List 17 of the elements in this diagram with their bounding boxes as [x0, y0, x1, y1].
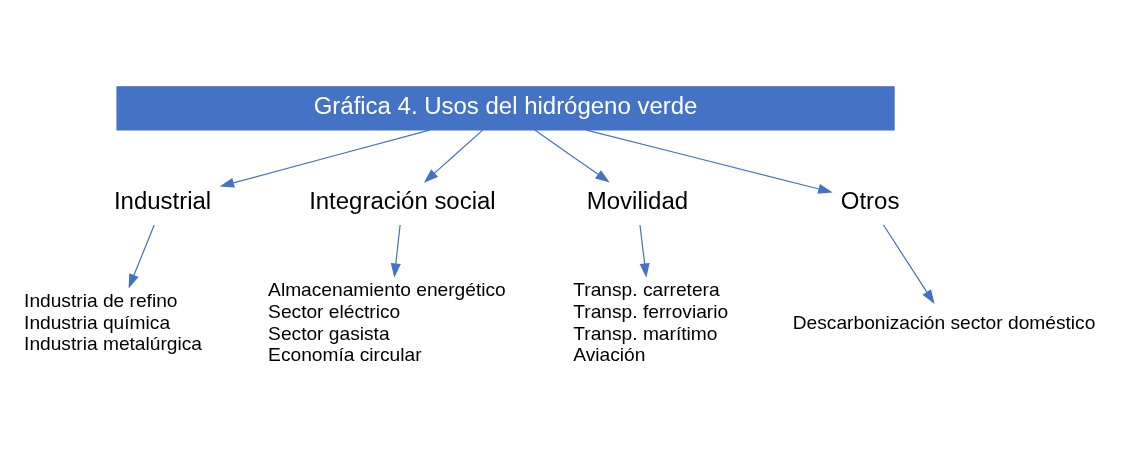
arrow	[423, 129, 484, 183]
arrow	[639, 223, 650, 278]
arrow	[534, 129, 610, 183]
node-text: Industrial	[113, 186, 212, 214]
arrow	[390, 223, 401, 278]
node-box: Gráfica 4. Usos del hidrógeno verde	[116, 85, 895, 131]
node-text: Industria de refino Industria química Industria metalúrgica	[24, 289, 203, 354]
node-text: Movilidad	[586, 186, 689, 214]
arrow	[219, 129, 431, 188]
arrow	[128, 223, 155, 288]
arrow	[585, 129, 833, 194]
node-text: Integración social	[309, 186, 496, 214]
arrow	[882, 223, 935, 304]
node-text: Transp. carretera Transp. ferroviario Transp. marítimo Aviación	[573, 278, 729, 365]
node-text: Almacenamiento energético Sector eléctrico Sector gasista Economía circular	[268, 278, 506, 365]
node-text: Descarbonización sector doméstico	[792, 311, 1096, 333]
node-text: Otros	[840, 186, 900, 214]
